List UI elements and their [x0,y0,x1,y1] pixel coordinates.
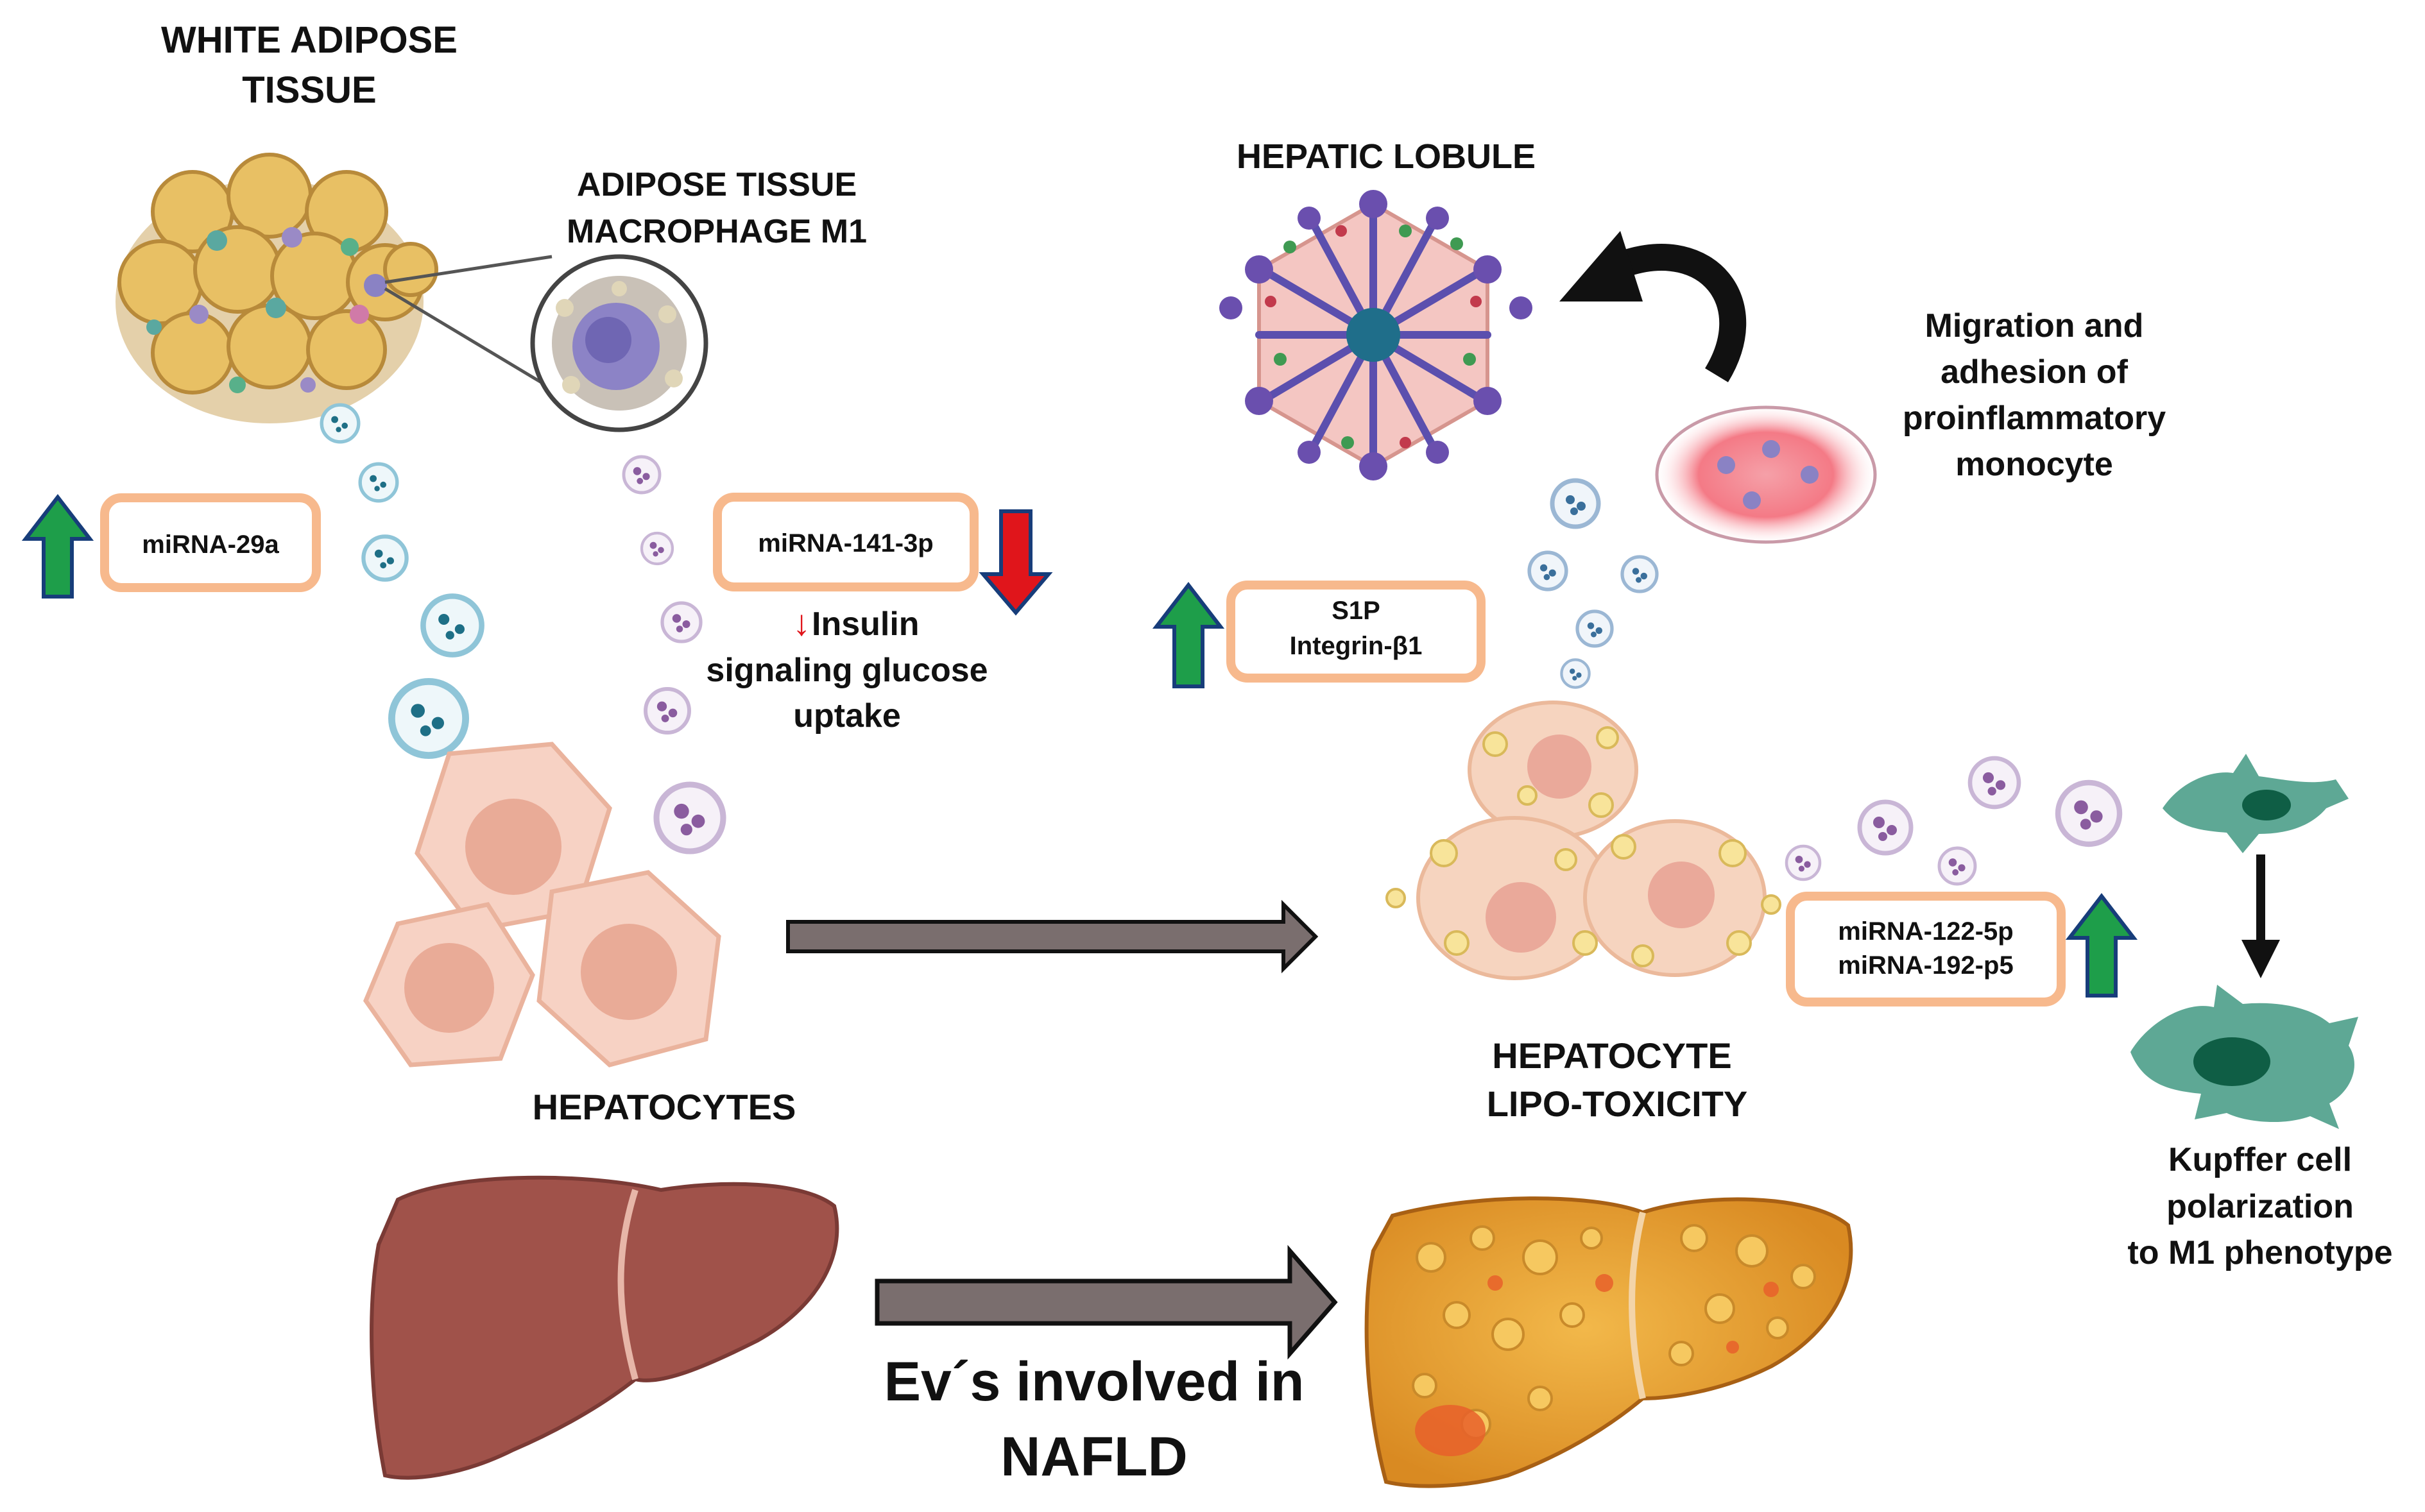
hepatic-lobule-title: HEPATIC LOBULE [1237,137,1536,176]
macrophage-title-1: ADIPOSE TISSUE [577,166,857,203]
macrophage-m1-cell [530,254,708,432]
s1p-integrin-box: S1P Integrin-β1 [1226,581,1486,683]
down-arrow-mirna-141 [979,509,1053,616]
hepatocyte-transition-arrow [786,899,1319,974]
kupffer-cell-m1 [2130,985,2358,1129]
adipose-ev-stream [321,405,481,755]
insulin-line-3: uptake [793,697,901,735]
kupffer-cell-resting [2163,754,2349,853]
macrophage-title-2: MACROPHAGE M1 [567,213,867,250]
kupffer-polarization-arrow [2241,854,2280,978]
mirna-122-192-box: miRNA-122-5p miRNA-192-p5 [1786,892,2066,1007]
insulin-line-1: Insulin [812,606,920,643]
hepatocytes-label: HEPATOCYTES [533,1087,796,1127]
s1p-label: S1P [1332,597,1380,625]
mirna-192-label: miRNA-192-p5 [1838,951,2013,980]
lipo-toxicity-line-2: LIPO-TOXICITY [1487,1083,1748,1124]
adipose-tissue-cluster [116,153,438,423]
monocyte-migration-curved-arrow [1559,231,1747,382]
lipo-toxicity-line-1: HEPATOCYTE [1492,1035,1731,1076]
migration-line-3: proinflammatory [1903,400,2166,437]
proinflammatory-monocyte [1654,404,1878,545]
insulin-line-2: signaling glucose [706,652,988,689]
white-adipose-title-2: TISSUE [242,69,377,111]
migration-line-2: adhesion of [1941,353,2128,391]
kupffer-line-3: to M1 phenotype [2127,1234,2392,1271]
lipotoxic-ev-stream-up [1529,480,1657,688]
up-arrow-s1p-integrin [1152,582,1225,688]
white-adipose-title-1: WHITE ADIPOSE [161,19,458,61]
migration-line-4: monocyte [1955,446,2113,483]
kupffer-line-1: Kupffer cell [2168,1141,2352,1178]
hepatic-lobule [1219,190,1532,480]
lipotoxic-ev-stream-right [1787,758,2120,884]
migration-line-1: Migration and [1925,307,2144,344]
up-arrow-mirna-29a [21,494,94,599]
title-line-1: Ev´s involved in [884,1351,1305,1413]
up-arrow-mirna-122-192 [2065,893,2138,998]
fatty-liver [1364,1196,1853,1488]
title-line-2: NAFLD [1000,1426,1187,1488]
integrin-label: Integrin-β1 [1290,632,1423,660]
mirna-141-box: miRNA-141-3p [713,493,979,591]
mirna-141-label: miRNA-141-3p [758,529,933,557]
mirna-29a-box: miRNA-29a [100,493,321,592]
nafld-progression-arrow [875,1244,1338,1360]
lipotoxic-hepatocytes [1385,701,1781,980]
kupffer-line-2: polarization [2166,1188,2354,1225]
healthy-liver [370,1175,839,1480]
insulin-down-arrow: ↓ [793,602,810,643]
healthy-hepatocytes [363,742,721,1067]
mirna-122-label: miRNA-122-5p [1838,917,2013,946]
mirna-29a-label: miRNA-29a [142,531,279,559]
